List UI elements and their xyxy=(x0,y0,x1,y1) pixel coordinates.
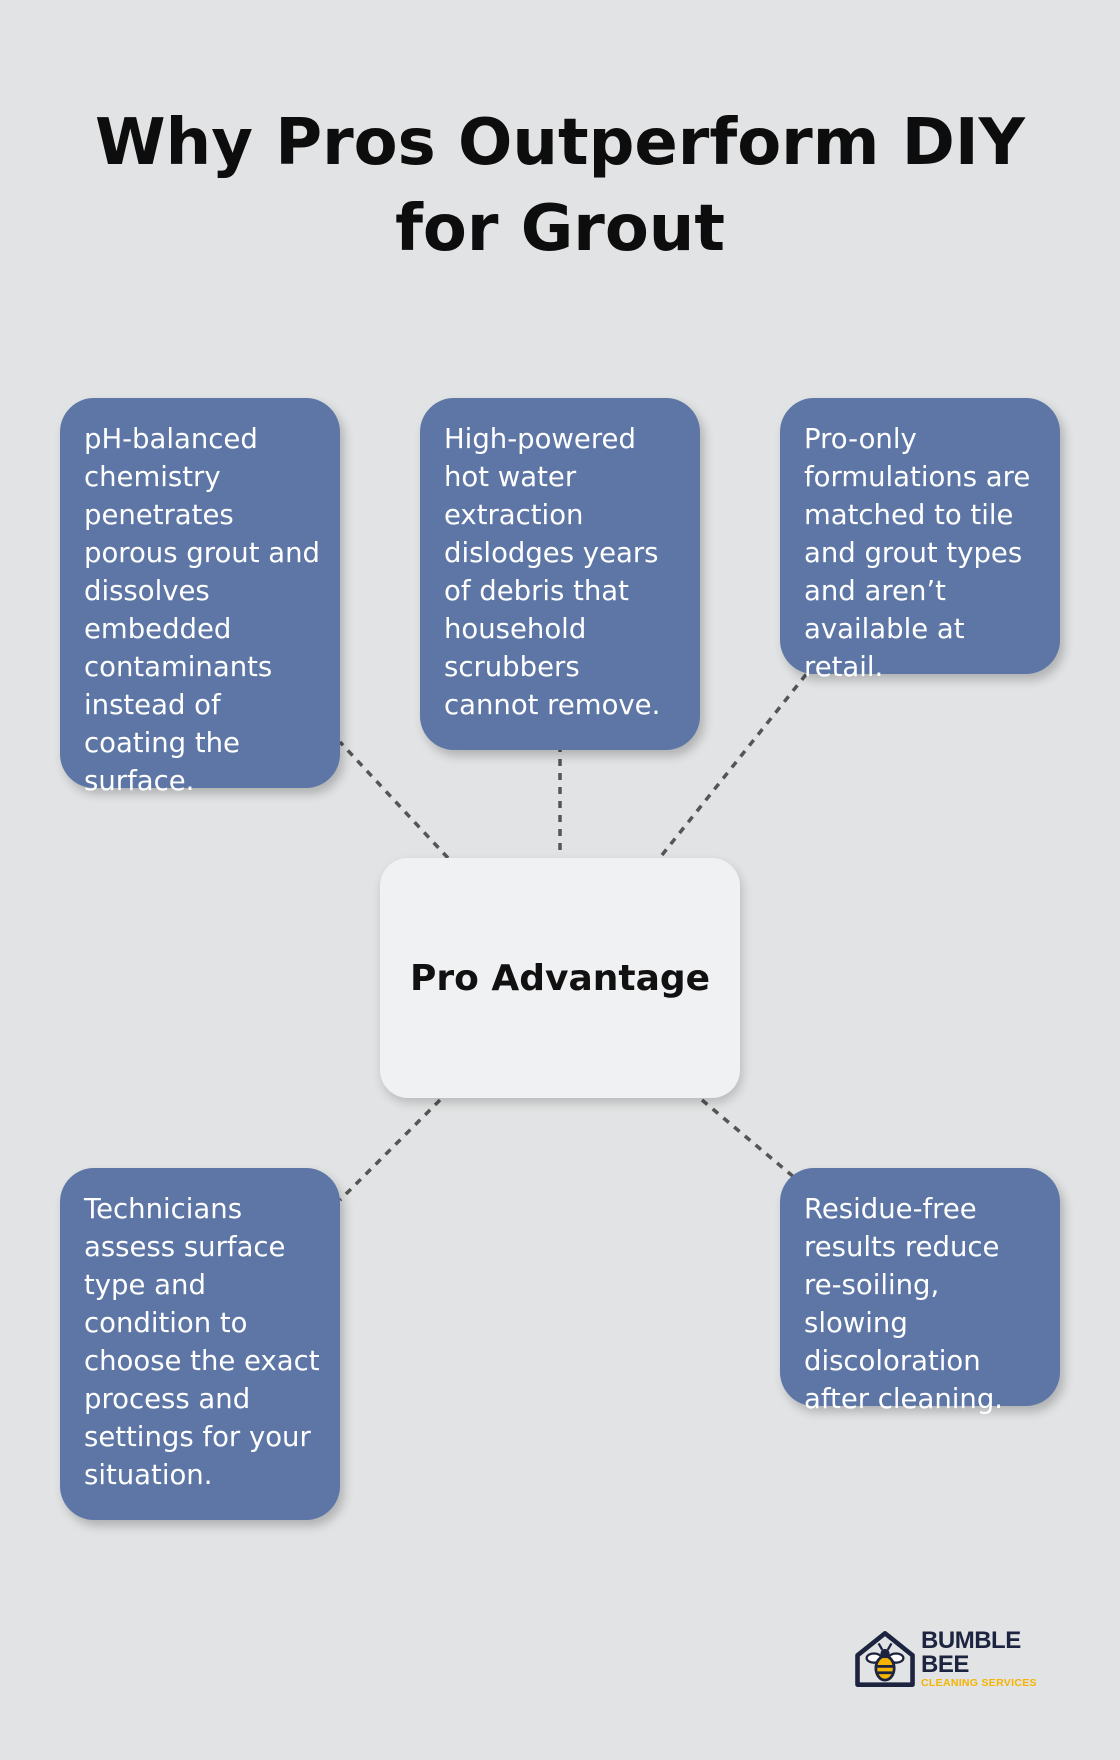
card-text: Pro-only formulations are matched to til… xyxy=(804,423,1031,683)
card-residue-free: Residue-free results reduce re-soiling, … xyxy=(780,1168,1060,1415)
card-text: pH-balanced chemistry penetrates porous … xyxy=(84,423,320,797)
card-ph-chemistry: pH-balanced chemistry penetrates porous … xyxy=(60,398,340,797)
card-technician-assessment: Technicians assess surface type and cond… xyxy=(60,1168,340,1520)
connector-bottom-left xyxy=(338,1098,442,1202)
logo-tagline: CLEANING SERVICES xyxy=(921,1677,1037,1690)
card-text: Residue-free results reduce re-soiling, … xyxy=(804,1193,1004,1415)
bee-house-icon xyxy=(855,1631,915,1687)
card-hot-water-extraction: High-powered hot water extraction dislod… xyxy=(420,398,700,750)
logo-name: BUMBLE BEE xyxy=(921,1627,1021,1679)
center-hub: Pro Advantage xyxy=(380,858,740,1098)
diagram-title: Why Pros Outperform DIY for Grout xyxy=(95,106,1025,266)
brand-logo: BUMBLE BEE CLEANING SERVICES xyxy=(852,1624,1062,1694)
card-text: Technicians assess surface type and cond… xyxy=(84,1193,320,1491)
card-text: High-powered hot water extraction dislod… xyxy=(444,423,661,721)
hub-label: Pro Advantage xyxy=(409,957,711,999)
connector-top-left xyxy=(338,740,450,860)
connector-top-right xyxy=(660,670,810,857)
card-pro-formulations: Pro-only formulations are matched to til… xyxy=(780,398,1060,683)
connector-bottom-right xyxy=(700,1098,797,1180)
